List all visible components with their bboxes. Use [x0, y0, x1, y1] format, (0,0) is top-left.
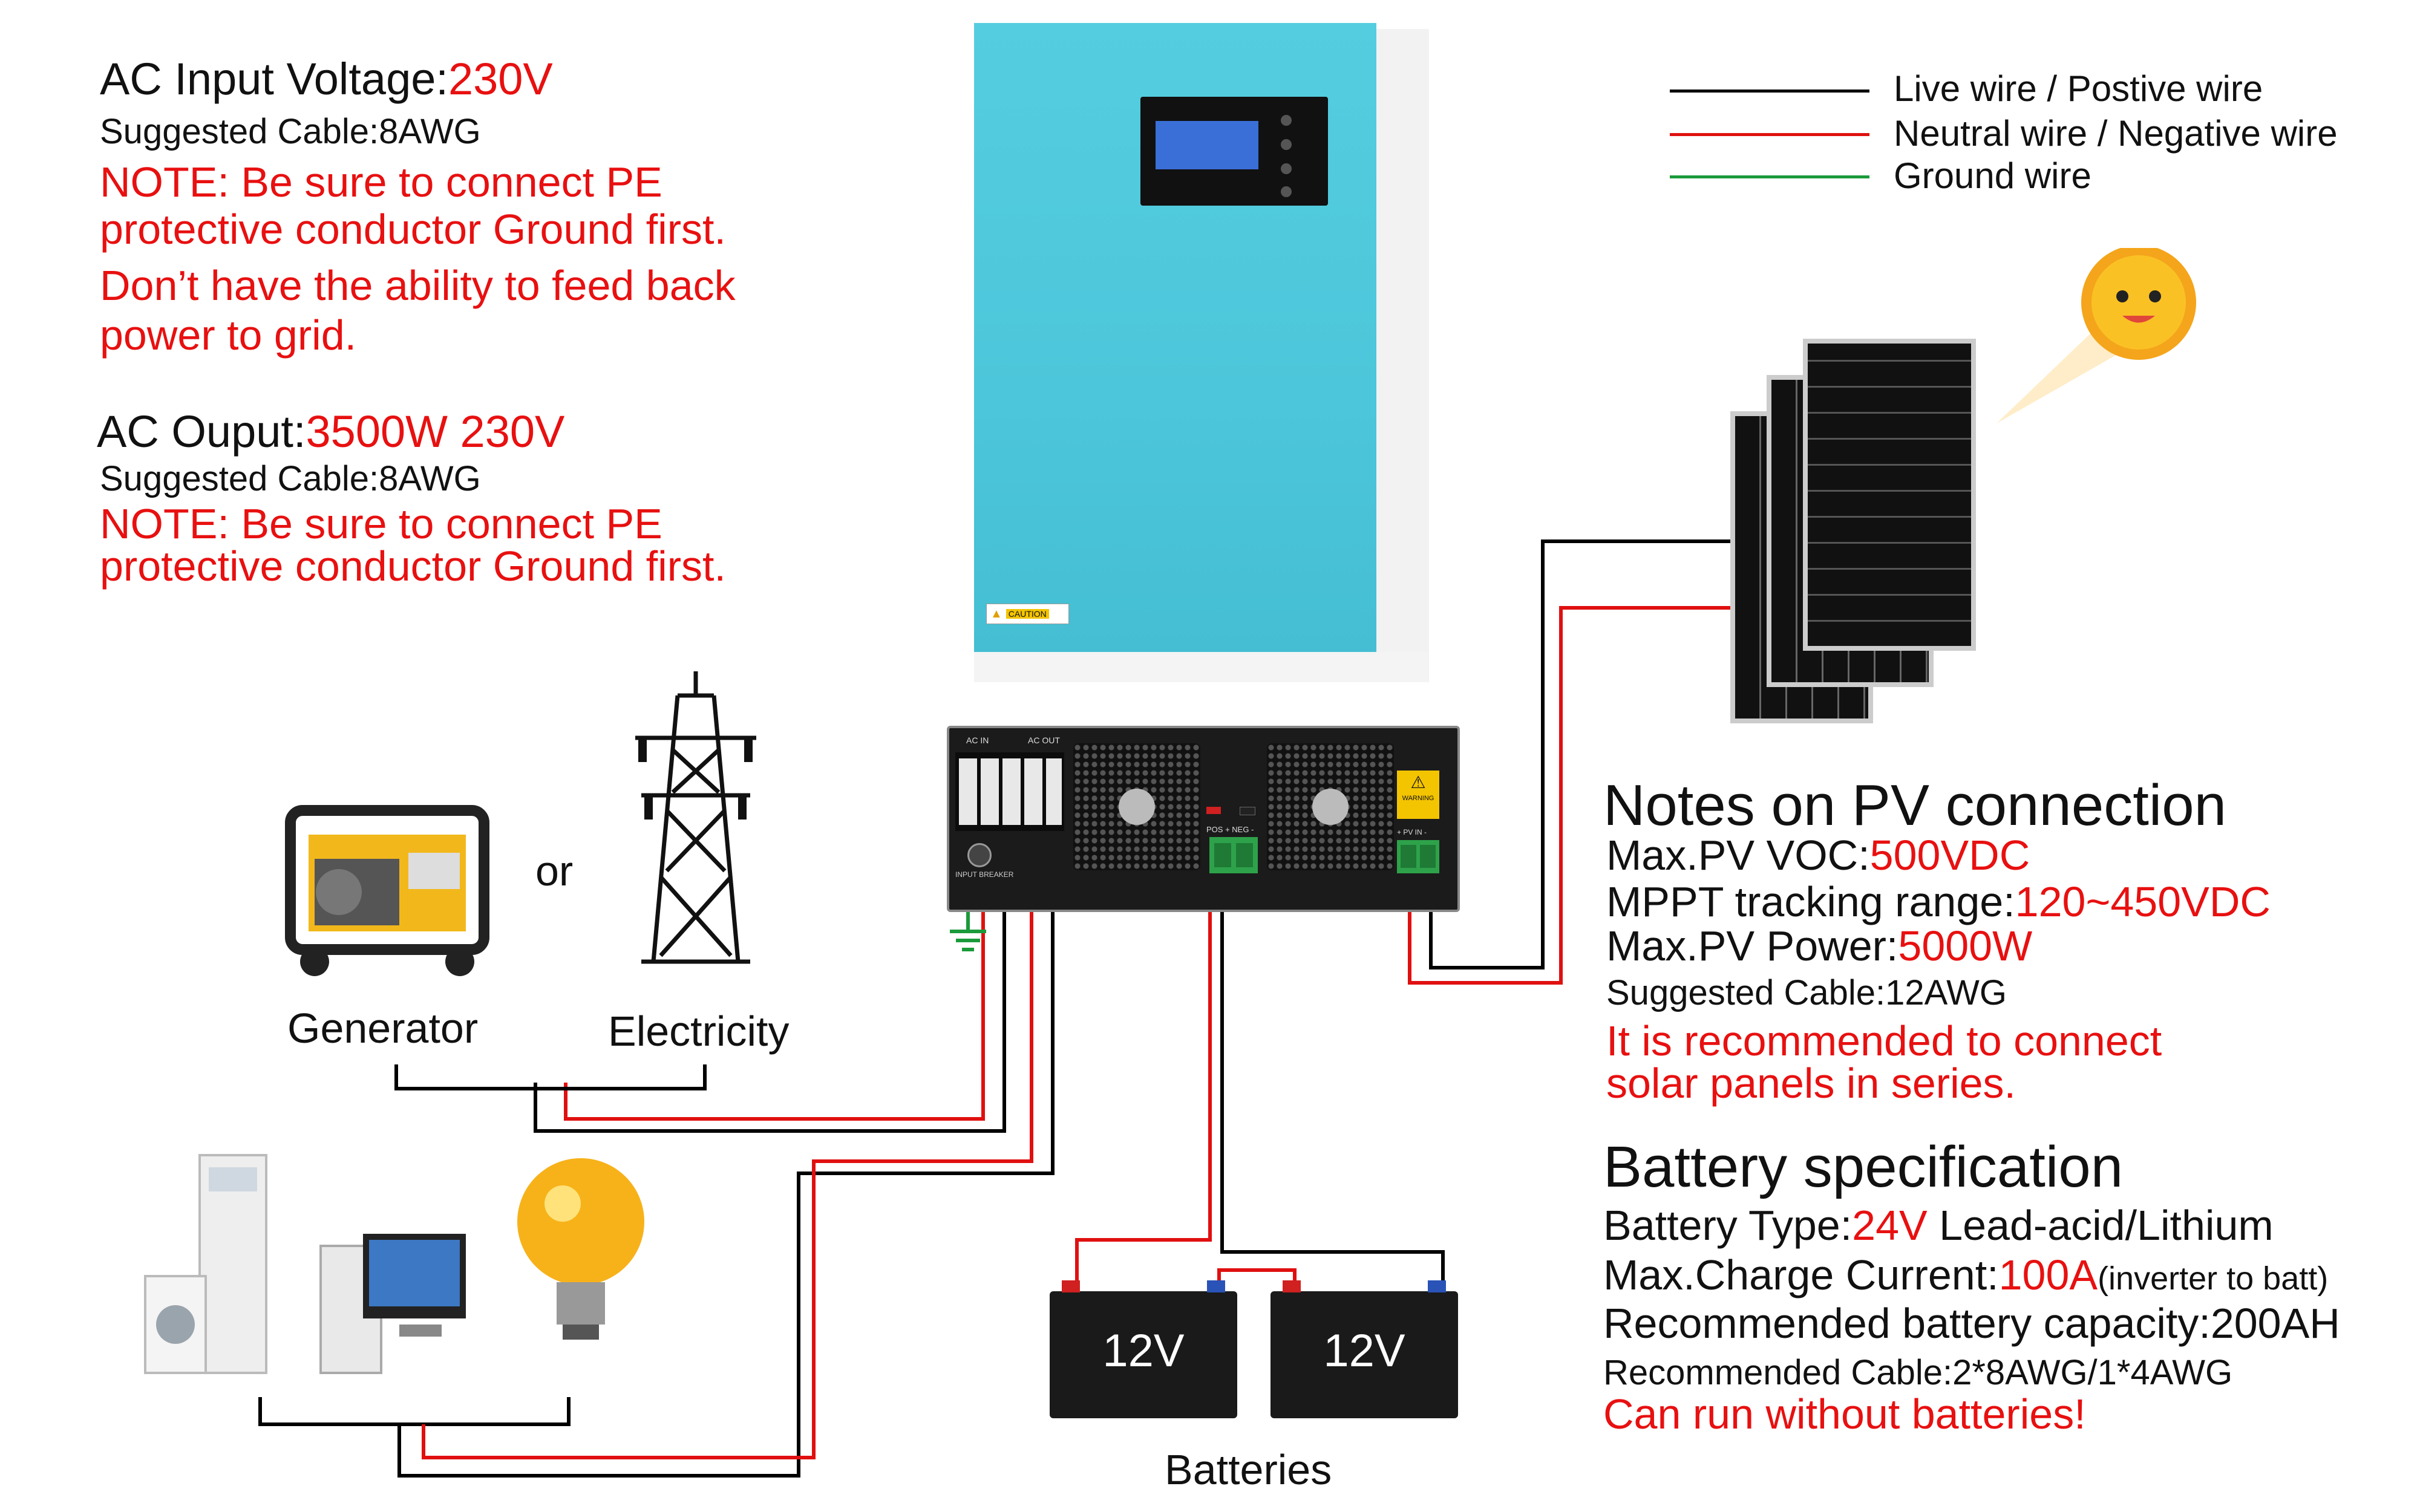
- ac-output-note-line2: protective conductor Ground first.: [100, 543, 726, 590]
- lcd-button-1[interactable]: [1281, 115, 1292, 126]
- fan-hub-left: [1119, 789, 1155, 825]
- battery-capacity: Recommended battery capacity:200AH: [1603, 1300, 2340, 1347]
- battery-spec-title: Battery specification: [1603, 1135, 2124, 1199]
- home-appliances-icon: [144, 1154, 644, 1374]
- battery-charge: Max.Charge Current:100A(inverter to batt…: [1603, 1253, 2328, 1298]
- ac-output-live-wire: [397, 823, 1055, 1478]
- legend-ground-line: [1670, 175, 1869, 178]
- pv-rec-line1: It is recommended to connect: [1606, 1017, 2162, 1064]
- generator-label: Generator: [287, 1005, 479, 1052]
- ac-terminal-block: AC IN AC OUT: [955, 735, 1064, 831]
- ac-output-value: 3500W 230V: [306, 406, 565, 457]
- battery-no-battery-note: Can run without batteries!: [1603, 1390, 2086, 1438]
- ac-out-label: AC OUT: [1028, 735, 1060, 745]
- generator-icon: [285, 805, 489, 976]
- pv-cable: Suggested Cable:12AWG: [1606, 973, 2007, 1012]
- battery-2: 12V: [1270, 1280, 1458, 1418]
- ac-output-label: AC Ouput:: [97, 406, 306, 457]
- battery-1: 12V: [1050, 1280, 1237, 1418]
- ac-output-cable: Suggested Cable:8AWG: [100, 459, 481, 498]
- pv-terminal-block: [1397, 840, 1439, 873]
- battery-charge-value: 100A: [1998, 1251, 2098, 1299]
- pv-power-label: Max.PV Power:: [1606, 922, 1898, 969]
- ac-input-note-line2: protective conductor Ground first.: [100, 206, 726, 253]
- warning-icon: ⚠: [1410, 773, 1426, 792]
- ac-input-neutral-wire: [564, 823, 985, 1121]
- inverter-terminal-panel: AC IN AC OUT INPUT BREAKER POS + NEG - ⚠…: [947, 726, 1460, 912]
- pv-positive-wire: [1429, 539, 1730, 969]
- legend-neutral-label: Neutral wire / Negative wire: [1894, 113, 2338, 154]
- sun-icon: [1996, 248, 2196, 423]
- battery-bridge-wire: [1217, 1268, 1297, 1282]
- batteries-label: Batteries: [1165, 1446, 1332, 1493]
- pv-voc-value: 500VDC: [1869, 832, 2030, 879]
- input-breaker[interactable]: [967, 843, 992, 867]
- ac-output-note-line1: NOTE: Be sure to connect PE: [100, 500, 662, 547]
- ac-input-value: 230V: [448, 54, 553, 104]
- legend-neutral-line: [1670, 133, 1869, 136]
- feedback-note-line2: power to grid.: [100, 311, 357, 359]
- lcd-button-4[interactable]: [1281, 186, 1292, 197]
- ac-output-neutral-wire: [422, 823, 1033, 1459]
- battery-cable: Recommended Cable:2*8AWG/1*4AWG: [1603, 1353, 2233, 1392]
- inverter-unit: ▲ CAUTION: [974, 23, 1429, 682]
- pv-in-label: + PV IN -: [1397, 828, 1427, 836]
- battery-terminal-block: [1209, 837, 1258, 873]
- lcd-button-2[interactable]: [1281, 139, 1292, 150]
- electricity-label: Electricity: [608, 1008, 790, 1055]
- battery-charge-note: (inverter to batt): [2098, 1260, 2329, 1297]
- ac-input-voltage: AC Input Voltage:230V: [100, 56, 553, 103]
- lcd-panel: [1140, 97, 1328, 206]
- legend-live-line: [1670, 90, 1869, 93]
- lcd-screen: [1156, 121, 1258, 169]
- ac-input-label: AC Input Voltage:: [100, 54, 448, 104]
- battery-1-voltage: 12V: [1102, 1325, 1185, 1377]
- legend-live-label: Live wire / Postive wire: [1894, 68, 2263, 109]
- battery-type-rest: Lead-acid/Lithium: [1927, 1202, 2274, 1249]
- ac-input-live-wire: [534, 823, 1006, 1133]
- inverter-bottom-strip: [974, 652, 1428, 682]
- source-bracket: [394, 1064, 707, 1090]
- battery-charge-label: Max.Charge Current:: [1603, 1251, 1999, 1299]
- pv-notes-title: Notes on PV connection: [1603, 773, 2226, 838]
- ac-input-note-line1: NOTE: Be sure to connect PE: [100, 158, 662, 206]
- solar-panel-front: [1803, 339, 1976, 651]
- ac-in-label: AC IN: [966, 735, 989, 745]
- lcd-button-3[interactable]: [1281, 163, 1292, 174]
- load-bracket: [258, 1397, 571, 1426]
- battery-2-voltage: 12V: [1323, 1325, 1405, 1377]
- ac-input-cable: Suggested Cable:8AWG: [100, 112, 481, 151]
- inverter-side-panel: [1373, 29, 1429, 682]
- ac-output: AC Ouput:3500W 230V: [97, 408, 564, 455]
- cooling-fan-left: [1073, 743, 1200, 870]
- pv-voc-label: Max.PV VOC:: [1606, 832, 1870, 879]
- battery-type-value: 24V: [1852, 1202, 1928, 1249]
- or-label: or: [535, 847, 574, 894]
- pv-mppt-label: MPPT tracking range:: [1606, 878, 2015, 925]
- caution-text: CAUTION: [1006, 609, 1049, 619]
- fan-hub-right: [1312, 789, 1349, 825]
- battery-terminal-label: POS + NEG -: [1206, 825, 1254, 834]
- legend-ground-label: Ground wire: [1894, 155, 2091, 196]
- caution-warning-icon: ▲: [990, 607, 1002, 621]
- high-voltage-warning: ⚠ WARNING: [1397, 771, 1439, 819]
- pv-mppt-value: 120~450VDC: [2015, 878, 2271, 925]
- pv-voc: Max.PV VOC:500VDC: [1606, 833, 2030, 878]
- pv-negative-wire: [1408, 606, 1730, 985]
- cooling-fan-right: [1267, 743, 1394, 870]
- battery-negative-wire: [1220, 871, 1445, 1282]
- caution-label: ▲ CAUTION: [986, 604, 1069, 624]
- power-tower-icon: [635, 671, 756, 964]
- feedback-note-line1: Don’t have the ability to feed back: [100, 262, 736, 309]
- pv-rec-line2: solar panels in series.: [1606, 1060, 2016, 1107]
- pv-power-value: 5000W: [1898, 922, 2033, 969]
- breaker-label: INPUT BREAKER: [955, 870, 1014, 879]
- battery-positive-wire: [1075, 871, 1212, 1282]
- warning-text: WARNING: [1402, 795, 1434, 802]
- battery-type-label: Battery Type:: [1603, 1202, 1853, 1249]
- battery-type: Battery Type:24V Lead-acid/Lithium: [1603, 1202, 2274, 1249]
- pv-mppt: MPPT tracking range:120~450VDC: [1606, 878, 2271, 925]
- pv-power: Max.PV Power:5000W: [1606, 924, 2032, 969]
